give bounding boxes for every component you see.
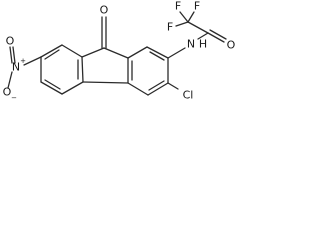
amide-hydrogen-label: H [199,38,207,51]
bond [187,21,209,34]
fluorine-label: F [167,21,173,34]
amide-nitrogen-label: N [187,38,195,51]
bond [7,71,13,89]
bond [82,81,129,84]
bond [127,82,149,96]
nitro-nitrogen-label: N [12,61,20,74]
structure-diagram: F F F O N H O Cl N + O − O [3,0,236,102]
bond [187,11,195,23]
chlorine-label: Cl [183,89,194,102]
bond [61,81,84,95]
nitro-oxygen-label: O [3,86,12,99]
bond [197,32,209,40]
bond [81,47,105,58]
bond [23,56,42,66]
nitro-nitrogen-charge: + [20,57,26,65]
ketone-oxygen-label: O [100,4,109,17]
bond [147,82,169,96]
bond [44,49,60,60]
bond [148,80,165,91]
bond [40,81,63,95]
bond [103,47,129,59]
nitro-oxygen-charge: − [11,94,17,102]
bond [127,46,148,59]
bond [207,32,225,43]
bond [81,56,84,83]
bond [167,82,179,90]
bond [44,79,61,90]
bond [209,29,227,40]
bond [9,46,13,64]
atom-labels: F F F O N H O Cl N + O − O [3,0,236,102]
fluorine-label: F [194,0,200,13]
bond [167,47,186,59]
fluorine-label: F [175,0,181,13]
bond [40,44,63,58]
amide-oxygen-label: O [227,39,236,52]
bond [12,46,16,64]
bond [61,44,83,58]
bond-layer [7,11,227,96]
bond [149,51,165,61]
nitro-oxygen-label: O [6,35,15,48]
bond [175,21,189,27]
bond [146,46,169,59]
bond [179,11,189,23]
